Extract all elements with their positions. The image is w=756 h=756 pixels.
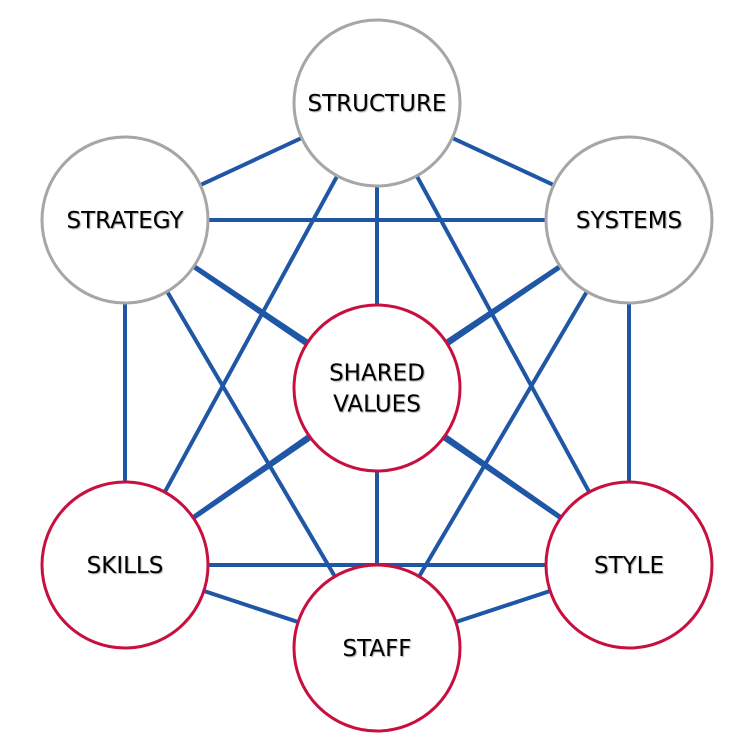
node-circle — [544, 135, 714, 305]
node-label: SHARED — [329, 361, 425, 387]
node-label: SYSTEMS — [576, 208, 682, 234]
edge-structure-style — [375, 102, 631, 566]
node-label: STYLE — [594, 553, 664, 579]
node-circle — [544, 480, 714, 650]
node-systems: SYSTEMS — [544, 135, 714, 305]
node-label: STRATEGY — [67, 208, 185, 234]
node-skills: SKILLS — [40, 480, 210, 650]
edge-structure-skills — [123, 102, 379, 566]
node-circle — [40, 135, 210, 305]
node-label: STRUCTURE — [308, 91, 447, 117]
node-circle — [292, 18, 462, 188]
node-staff: STAFF — [292, 563, 462, 733]
node-strategy: STRATEGY — [40, 135, 210, 305]
node-label: VALUES — [333, 392, 421, 418]
node-circle — [292, 563, 462, 733]
node-label: STAFF — [342, 636, 411, 662]
node-style: STYLE — [544, 480, 714, 650]
node-label: SKILLS — [87, 553, 164, 579]
node-structure: STRUCTURE — [292, 18, 462, 188]
node-circle — [40, 480, 210, 650]
node-circle — [292, 303, 462, 473]
node-shared-values: SHARED VALUES — [292, 303, 462, 473]
